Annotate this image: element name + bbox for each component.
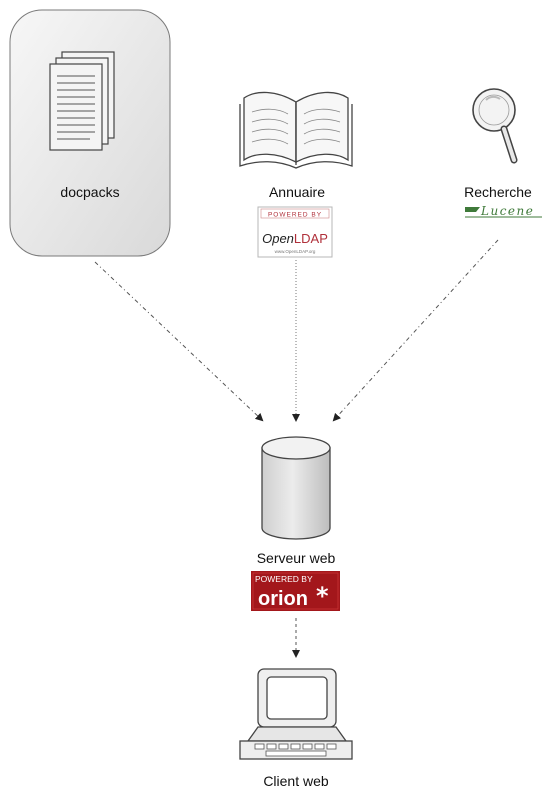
annuaire-label: Annuaire xyxy=(269,184,325,200)
openldap-badge: POWERED BY OpenLDAP www.OpenLDAP.org xyxy=(257,206,333,258)
node-recherche: Recherche Lucene xyxy=(464,88,542,218)
orion-badge: POWERED BY orion * xyxy=(251,571,340,611)
open-book-icon xyxy=(239,91,353,169)
openldap-brand-open: Open xyxy=(262,231,294,246)
openldap-brand: OpenLDAP xyxy=(262,231,328,246)
lucene-brand: Lucene xyxy=(480,204,534,218)
docpacks-label: docpacks xyxy=(60,184,119,200)
node-docpacks: docpacks xyxy=(9,9,171,257)
recherche-label: Recherche xyxy=(464,184,532,200)
openldap-powered-by: POWERED BY xyxy=(268,212,322,219)
openldap-brand-ldap: LDAP xyxy=(294,231,328,246)
server-cylinder-icon xyxy=(261,436,331,540)
serveur-label: Serveur web xyxy=(257,550,336,566)
lucene-badge: Lucene xyxy=(465,204,542,218)
connectors xyxy=(94,239,499,658)
connector-docpacks-serveur xyxy=(94,261,264,422)
node-annuaire: Annuaire POWERED BY OpenLDAP www.OpenLDA… xyxy=(239,91,353,258)
orion-powered-by: POWERED BY xyxy=(255,574,313,584)
connector-recherche-serveur xyxy=(332,239,499,422)
document-stack-icon xyxy=(49,51,115,151)
computer-terminal-icon xyxy=(239,668,353,760)
orion-star: * xyxy=(316,582,329,610)
magnifier-icon xyxy=(472,88,518,164)
orion-brand: orion xyxy=(258,588,308,610)
openldap-url: www.OpenLDAP.org xyxy=(275,249,316,254)
node-client: Client web xyxy=(239,668,353,789)
client-label: Client web xyxy=(263,773,329,789)
node-serveur: Serveur web POWERED BY orion * xyxy=(251,436,340,611)
